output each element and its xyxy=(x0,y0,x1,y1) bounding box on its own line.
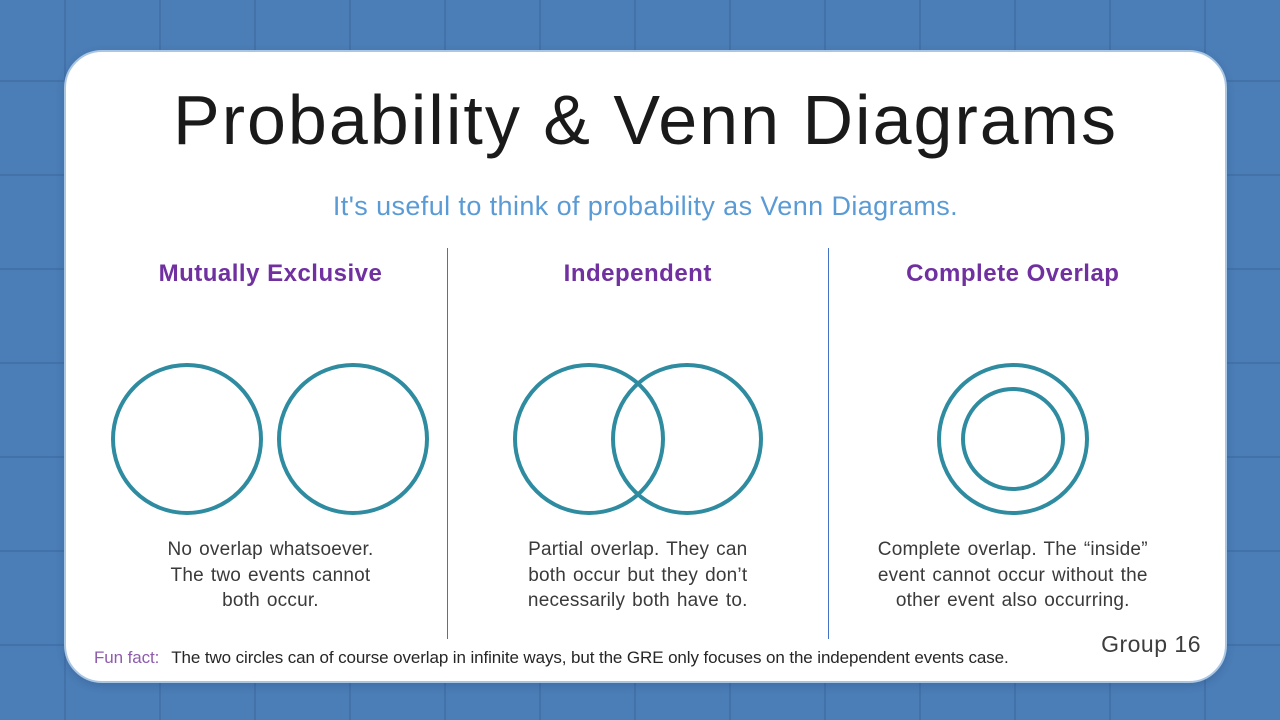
slide-title: Probability & Venn Diagrams xyxy=(173,81,1118,159)
venn-circle-right xyxy=(610,363,763,515)
column-mutually-exclusive: Mutually Exclusive No overlap whatsoever… xyxy=(94,248,447,639)
column-description-mutually-exclusive: No overlap whatsoever. The two events ca… xyxy=(167,539,374,611)
fun-fact-text: The two circles can of course overlap in… xyxy=(171,648,1009,667)
venn-circle-right xyxy=(277,363,430,515)
column-description-independent: Partial overlap. They can both occur but… xyxy=(527,539,748,611)
comparison-columns: Mutually Exclusive No overlap whatsoever… xyxy=(94,248,1197,639)
column-complete-overlap: Complete Overlap Complete overlap. The “… xyxy=(829,248,1197,639)
venn-diagram-separate-circles xyxy=(111,363,430,515)
column-independent: Independent Partial overlap. They can bo… xyxy=(446,248,829,639)
venn-circle-outer xyxy=(936,363,1089,515)
column-description-complete-overlap: Complete overlap. The “inside” event can… xyxy=(877,539,1148,611)
fun-fact-label: Fun fact: xyxy=(94,648,160,667)
slide-card: Probability & Venn Diagrams It's useful … xyxy=(64,50,1227,683)
venn-circle-inner xyxy=(960,387,1065,491)
venn-diagram-concentric-circles xyxy=(936,363,1089,515)
group-credit: Group 16 xyxy=(1101,631,1201,657)
column-heading-independent: Independent xyxy=(563,260,712,287)
column-heading-complete-overlap: Complete Overlap xyxy=(906,260,1120,287)
fun-fact: Fun fact: The two circles can of course o… xyxy=(94,647,1009,669)
venn-circle-left xyxy=(111,363,264,515)
column-heading-mutually-exclusive: Mutually Exclusive xyxy=(158,260,383,287)
slide-subtitle: It's useful to think of probability as V… xyxy=(332,191,959,221)
venn-diagram-overlapping-circles xyxy=(512,363,763,515)
